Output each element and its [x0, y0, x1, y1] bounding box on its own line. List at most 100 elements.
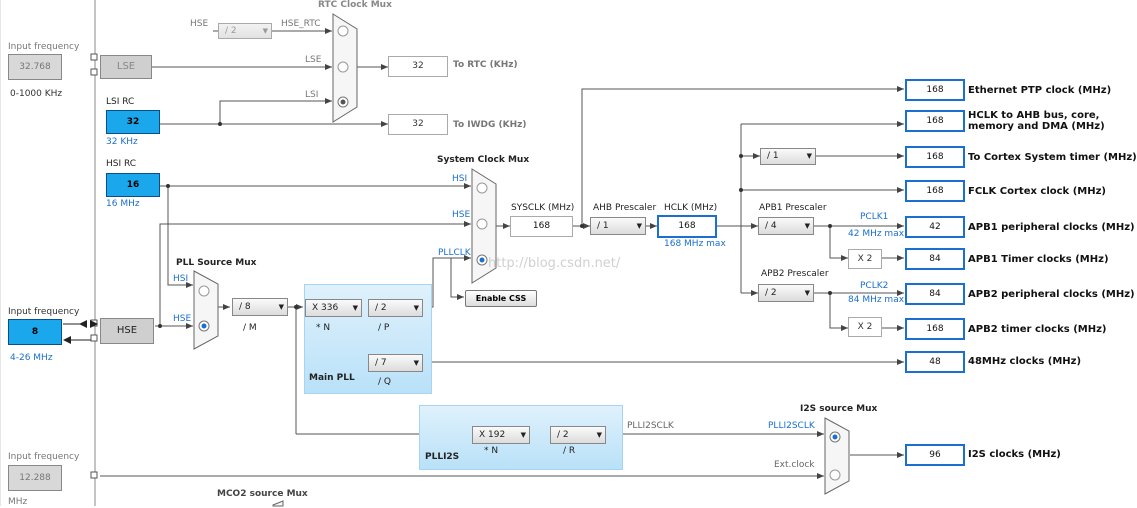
output-hclk-ahb-label-line2: memory and DMA (MHz)	[968, 121, 1105, 132]
chevron-down-icon: ▼	[804, 222, 810, 230]
plli2s-r-divider-value: / 2	[557, 430, 569, 440]
pll-m-divider-value: / 8	[239, 302, 251, 312]
i2s-source-mux-title: I2S source Mux	[800, 404, 878, 414]
pll-p-divider-value: / 2	[375, 303, 387, 313]
cortex-timer-divider-select[interactable]: / 1 ▼	[760, 148, 816, 165]
output-apb2-timer-label: APB2 timer clocks (MHz)	[968, 324, 1107, 335]
output-apb1-timer-label: APB1 Timer clocks (MHz)	[968, 254, 1109, 265]
lse-input-field[interactable]: 32.768	[8, 54, 62, 80]
hse-input-field[interactable]: 8	[8, 319, 62, 345]
output-cortex-timer-label: To Cortex System timer (MHz)	[968, 152, 1137, 163]
watermark-text: http://blog.csdn.net/	[488, 256, 621, 271]
rtc-mux-title: RTC Clock Mux	[318, 0, 392, 10]
apb1-timer-x2-box: X 2	[848, 249, 882, 269]
rtc-hse-divider-select[interactable]: / 2▼	[218, 23, 272, 39]
system-clock-mux[interactable]	[471, 168, 497, 284]
chevron-down-icon: ▼	[413, 304, 419, 312]
pll-n-multiplier-select[interactable]: X 336▼	[305, 299, 362, 317]
chevron-down-icon: ▼	[596, 431, 602, 439]
pll-q-divider-select[interactable]: / 7 ▼	[368, 354, 423, 372]
lsi-rc-value[interactable]: 32	[106, 110, 160, 134]
pll-m-divider-select[interactable]: / 8 ▼	[232, 298, 288, 316]
chevron-down-icon: ▼	[520, 431, 526, 439]
cortex-timer-divider-value: / 1	[767, 151, 779, 161]
system-clock-mux-title: System Clock Mux	[437, 155, 530, 165]
chevron-down-icon: ▼	[806, 152, 812, 160]
output-i2s-label: I2S clocks (MHz)	[968, 449, 1061, 460]
sysmux-hsi-label: HSI	[452, 174, 468, 184]
rtc-lse-input-label: LSE	[305, 55, 322, 65]
plli2s-label: PLLI2S	[425, 452, 460, 462]
plli2s-r-divider-select[interactable]: / 2 ▼	[550, 426, 606, 444]
output-apb1-peripheral-label: APB1 peripheral clocks (MHz)	[968, 222, 1135, 233]
pll-q-divider-value: / 7	[375, 358, 387, 368]
output-apb2-timer-value[interactable]: 168	[905, 318, 965, 340]
mco2-source-mux[interactable]	[272, 500, 284, 507]
output-48mhz-value[interactable]: 48	[905, 351, 965, 373]
i2s-mux-plli2sclk-label: PLLI2SCLK	[768, 421, 815, 431]
output-fclk-label: FCLK Cortex clock (MHz)	[968, 186, 1106, 197]
ahb-prescaler-value: / 1	[597, 221, 609, 231]
pll-src-hsi-label: HSI	[173, 274, 189, 284]
plli2s-n-label: * N	[484, 446, 499, 456]
pll-p-label: / P	[378, 323, 390, 333]
sysmux-hse-label: HSE	[452, 210, 471, 220]
sysclk-label: SYSCLK (MHz)	[511, 203, 575, 213]
to-iwdg-label: To IWDG (KHz)	[453, 120, 527, 130]
output-fclk-value[interactable]: 168	[905, 180, 965, 202]
iwdg-value-box: 32	[388, 114, 448, 135]
rtc-clock-mux[interactable]	[332, 13, 358, 123]
sysmux-pllclk-label: PLLCLK	[438, 248, 471, 258]
i2s-source-mux[interactable]	[824, 417, 850, 495]
apb2-prescaler-label: APB2 Prescaler	[761, 269, 829, 279]
plli2s-r-label: / R	[563, 446, 576, 456]
output-cortex-timer-value[interactable]: 168	[905, 146, 965, 168]
plli2s-n-multiplier-select[interactable]: X 192 ▼	[472, 426, 530, 444]
output-i2s-value[interactable]: 96	[905, 444, 965, 466]
hsi-rc-value[interactable]: 16	[106, 173, 160, 197]
lse-input-frequency-label: Input frequency	[8, 42, 80, 52]
chevron-down-icon: ▼	[352, 304, 358, 312]
chevron-down-icon: ▼	[278, 303, 284, 311]
output-apb2-peripheral-label: APB2 peripheral clocks (MHz)	[968, 289, 1135, 300]
mco2-source-mux-title: MCO2 source Mux	[217, 489, 308, 499]
pll-n-label: * N	[316, 323, 331, 333]
output-apb2-peripheral-value[interactable]: 84	[905, 283, 965, 305]
apb1-prescaler-select[interactable]: / 4 ▼	[758, 217, 814, 235]
output-hclk-ahb-label: HCLK to AHB bus, core,	[968, 110, 1100, 121]
lsi-khz-label: 32 KHz	[106, 137, 138, 147]
output-ethernet-ptp-value[interactable]: 168	[905, 79, 965, 101]
hsi-rc-label: HSI RC	[106, 159, 137, 169]
chevron-down-icon: ▼	[636, 222, 642, 230]
pclk2-max-label: 84 MHz max	[848, 295, 905, 305]
pll-q-label: / Q	[378, 377, 391, 387]
apb1-prescaler-value: / 4	[765, 221, 777, 231]
to-rtc-label: To RTC (KHz)	[453, 60, 518, 70]
output-apb1-timer-value[interactable]: 84	[905, 248, 965, 270]
hse-rtc-label: HSE_RTC	[281, 19, 321, 29]
i2s-mux-ext-clock-label: Ext.clock	[774, 460, 815, 470]
main-pll-label: Main PLL	[309, 373, 355, 383]
output-apb1-peripheral-value[interactable]: 42	[905, 216, 965, 238]
hclk-max-label: 168 MHz max	[664, 239, 726, 249]
i2s-ext-input-field[interactable]: 12.288	[8, 465, 62, 491]
chevron-down-icon: ▼	[413, 359, 419, 367]
apb2-prescaler-select[interactable]: / 2▼	[758, 284, 814, 302]
lse-block: LSE	[100, 55, 152, 79]
ahb-prescaler-select[interactable]: / 1 ▼	[590, 217, 646, 235]
hclk-value-box[interactable]: 168	[657, 215, 717, 238]
hse-input-frequency-label: Input frequency	[8, 307, 80, 317]
apb2-timer-x2-box: X 2	[848, 317, 882, 337]
output-48mhz-label: 48MHz clocks (MHz)	[968, 356, 1082, 367]
plli2s-n-multiplier-value: X 192	[479, 430, 506, 440]
rtc-lsi-input-label: LSI	[305, 90, 319, 100]
i2s-input-frequency-label: Input frequency	[8, 452, 80, 462]
apb2-prescaler-value: / 2	[765, 288, 777, 298]
output-hclk-ahb-value[interactable]: 168	[905, 110, 965, 132]
hse-block: HSE	[100, 318, 154, 344]
pll-p-divider-select[interactable]: / 2 ▼	[368, 299, 423, 317]
enable-css-button[interactable]: Enable CSS	[465, 290, 537, 307]
apb1-prescaler-label: APB1 Prescaler	[759, 203, 827, 213]
pll-source-mux[interactable]	[193, 270, 219, 350]
